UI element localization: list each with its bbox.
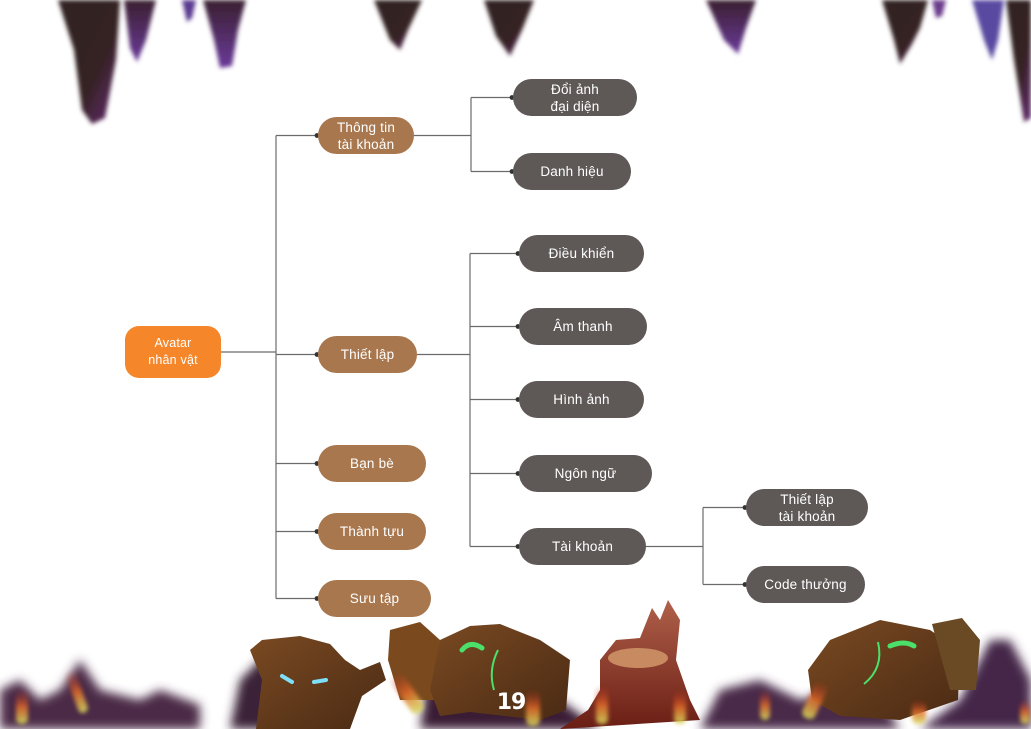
- node-graphics[interactable]: Hình ảnh: [519, 381, 644, 418]
- node-achievements[interactable]: Thành tựu: [318, 513, 426, 550]
- stalactites-decoration: [58, 0, 1031, 124]
- page-number: 19: [496, 690, 527, 715]
- node-sound[interactable]: Âm thanh: [519, 308, 647, 345]
- bottom-decoration: [0, 600, 1031, 729]
- node-title-badge[interactable]: Danh hiệu: [513, 153, 631, 190]
- node-settings[interactable]: Thiết lập: [318, 336, 417, 373]
- connectors: [221, 95, 748, 601]
- node-account[interactable]: Tài khoản: [519, 528, 646, 565]
- tree-stump: [560, 600, 700, 729]
- node-controls[interactable]: Điều khiển: [519, 235, 644, 272]
- node-friends[interactable]: Bạn bè: [318, 445, 426, 482]
- node-collection[interactable]: Sưu tập: [318, 580, 431, 617]
- node-change-avatar[interactable]: Đổi ảnh đại diện: [513, 79, 637, 116]
- wood-log-monster-right: [808, 618, 980, 720]
- node-account-info[interactable]: Thông tin tài khoản: [318, 117, 414, 154]
- node-language[interactable]: Ngôn ngữ: [519, 455, 652, 492]
- node-account-setup[interactable]: Thiết lập tài khoản: [746, 489, 868, 526]
- node-root-avatar[interactable]: Avatar nhân vật: [125, 326, 221, 378]
- node-reward-code[interactable]: Code thưởng: [746, 566, 865, 603]
- wood-totem-monster: [250, 636, 386, 729]
